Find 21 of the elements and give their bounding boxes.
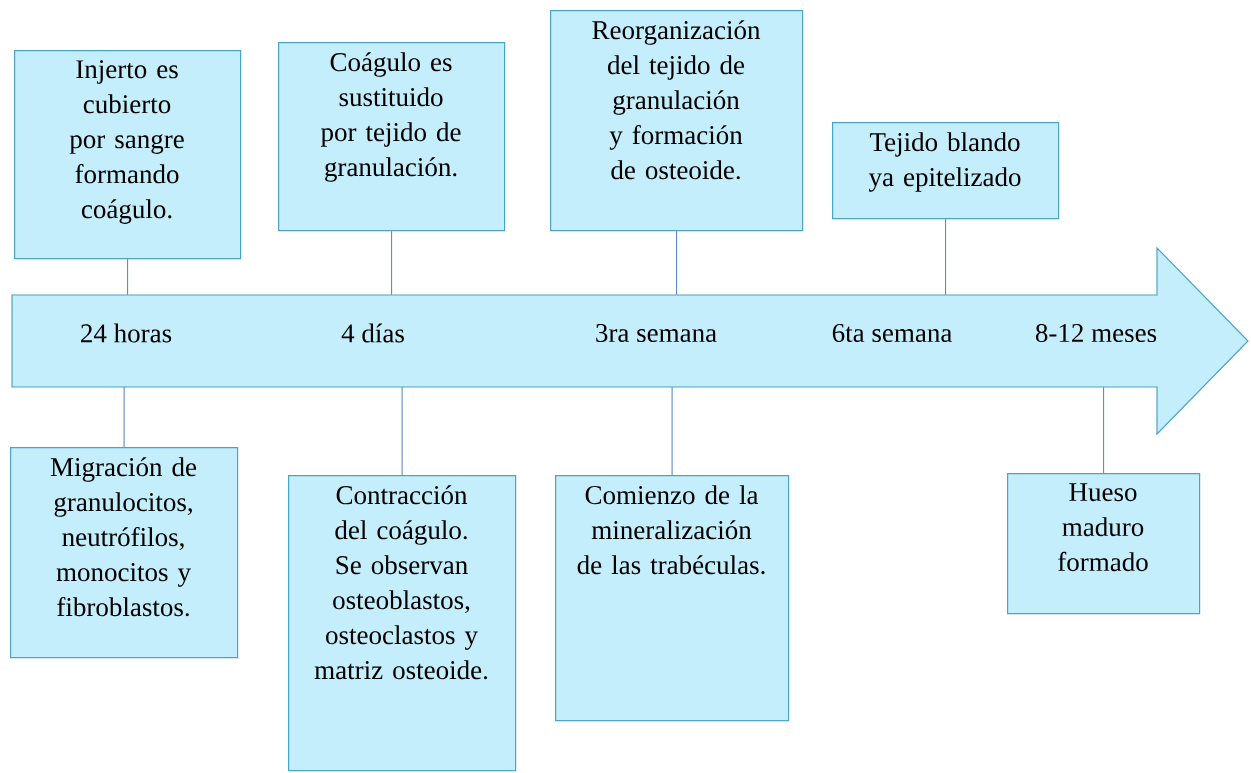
time-label: 6ta semana <box>832 323 952 343</box>
connector-line <box>671 386 673 476</box>
connector-line <box>945 218 947 296</box>
stage-box: Coágulo es sustituido por tejido de granulación. <box>278 42 506 232</box>
connector-line <box>127 258 129 296</box>
stage-box: Injerto es cubierto por sangre formando coágulo. <box>14 50 242 260</box>
time-label: 3ra semana <box>596 323 717 343</box>
stage-box: Contracción del coágulo. Se observan osteoblastos, osteoclastos y matriz osteoide. <box>288 475 517 772</box>
time-label: 4 días <box>341 323 404 343</box>
stage-box: Hueso maduro formado <box>1007 473 1201 615</box>
stage-box: Reorganización del tejido de granulación y formación de osteoide. <box>550 10 804 232</box>
connector-line <box>123 386 125 448</box>
connector-line <box>1103 386 1105 474</box>
connector-line <box>676 230 678 296</box>
time-label: 8-12 meses <box>1035 323 1157 343</box>
time-label: 24 horas <box>81 323 172 343</box>
stage-box: Migración de granulocitos, neutrófilos, monocitos y fibroblastos. <box>10 447 239 659</box>
stage-box: Comienzo de la mineralización de las trabéculas. <box>555 475 790 722</box>
stage-box: Tejido blando ya epitelizado <box>832 122 1060 220</box>
connector-line <box>401 386 403 476</box>
connector-line <box>391 230 393 296</box>
